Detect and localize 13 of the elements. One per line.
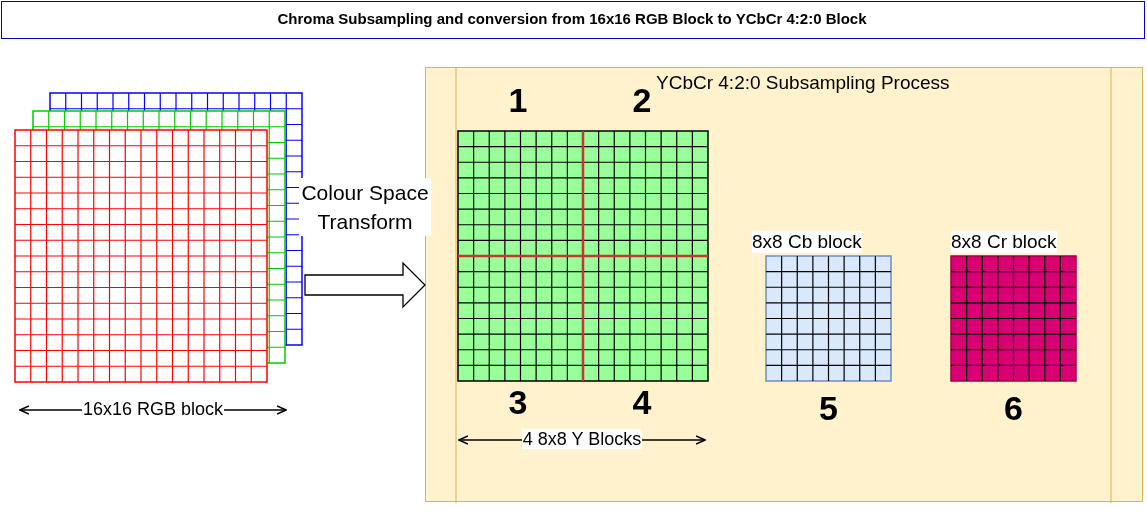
block-heading: 8x8 Cb block xyxy=(752,231,862,253)
dimension-label: 4 8x8 Y Blocks xyxy=(521,429,643,449)
title: Chroma Subsampling and conversion from 16x16 RGB Block to YCbCr 4:2:0 Block xyxy=(276,10,868,27)
edge-label: Colour Space Transform xyxy=(299,178,431,236)
block-arrow xyxy=(304,261,426,309)
block-heading: 8x8 Cr block xyxy=(951,231,1057,253)
block-number: 5 xyxy=(818,389,839,428)
block-number: 6 xyxy=(1003,389,1024,428)
panel-title: YCbCr 4:2:0 Subsampling Process xyxy=(656,72,950,94)
block-number: 3 xyxy=(507,383,529,422)
block-number: 2 xyxy=(631,81,653,120)
block-number: 4 xyxy=(631,383,653,422)
block-number: 1 xyxy=(507,81,529,120)
